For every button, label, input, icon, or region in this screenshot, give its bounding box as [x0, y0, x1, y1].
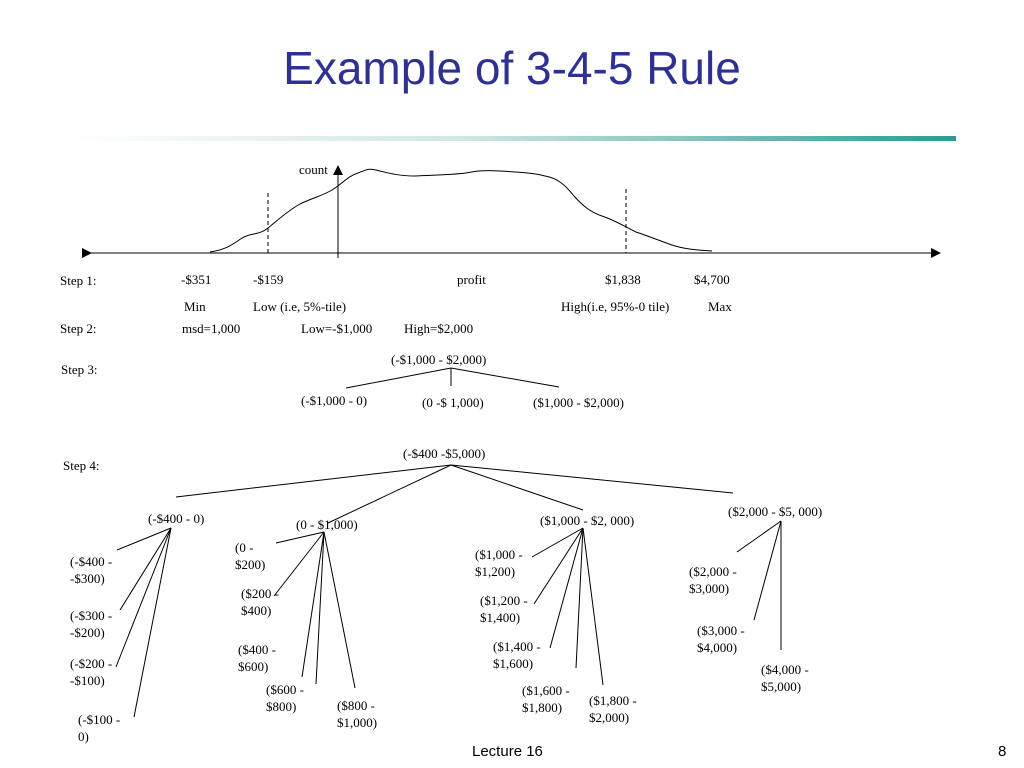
tree-edge [531, 527, 584, 558]
tree-edge [582, 527, 604, 686]
step3-interval: (0 -$ 1,000) [422, 395, 484, 410]
count-axis-label: count [299, 162, 328, 177]
step1-label: Step 1: [60, 273, 97, 288]
tree-edge [175, 464, 452, 498]
rounded-low: Low=-$1,000 [301, 321, 373, 336]
tree-edge [345, 367, 452, 389]
tree-edge [327, 464, 452, 524]
leaf-interval: ($400 - $600) [238, 642, 276, 674]
leaf-interval: (-$200 - -$100) [70, 656, 113, 688]
step3-interval: ($1,000 - $2,000) [533, 395, 624, 410]
slide-title: Example of 3-4-5 Rule [283, 42, 741, 94]
profit-axis-label: profit [457, 272, 486, 287]
low-name: Low (i.e, 5%-tile) [253, 299, 347, 314]
step4-group-interval: ($1,000 - $2, 000) [540, 513, 635, 528]
tree-edge [450, 464, 584, 511]
rounded-high: High=$2,000 [404, 321, 474, 336]
tree-edge [115, 527, 172, 668]
leaf-interval: ($3,000 - $4,000) [697, 623, 745, 655]
max-name: Max [708, 299, 732, 314]
tree-edge [753, 520, 782, 621]
tree-edge [549, 527, 584, 649]
leaf-interval: ($2,000 - $3,000) [689, 564, 737, 596]
step4-group-interval: (-$400 - 0) [148, 511, 205, 526]
leaf-interval: ($4,000 - $5,000) [761, 662, 809, 694]
tree-edge [275, 531, 325, 544]
step4-root-interval: (-$400 -$5,000) [403, 446, 486, 461]
tree-edge [575, 527, 584, 669]
low-value: -$159 [253, 272, 284, 287]
leaf-interval: ($1,600 - $1,800) [522, 683, 570, 715]
leaf-interval: ($800 - $1,000) [337, 698, 378, 730]
distribution-curve [209, 168, 713, 253]
tree-edge [315, 531, 325, 685]
tree-edge [116, 527, 172, 551]
leaf-interval: (0 - $200) [235, 540, 266, 572]
min-value: -$351 [181, 272, 212, 287]
step3-interval: (-$1,000 - 0) [301, 393, 368, 408]
high-value: $1,838 [605, 272, 641, 287]
max-value: $4,700 [694, 272, 730, 287]
tree-edge [301, 531, 325, 678]
step3-root-interval: (-$1,000 - $2,000) [391, 352, 487, 367]
high-name: High(i.e, 95%-0 tile) [561, 299, 670, 314]
tree-edge [133, 527, 172, 718]
footer-lecture: Lecture 16 [472, 743, 543, 760]
tree-edge [533, 527, 584, 605]
leaf-interval: ($1,000 - $1,200) [475, 547, 523, 579]
title-divider [68, 136, 956, 141]
min-name: Min [184, 299, 206, 314]
msd-value: msd=1,000 [182, 321, 241, 336]
tree-edge [450, 367, 560, 388]
leaf-interval: ($600 - $800) [266, 682, 304, 714]
page-number: 8 [998, 743, 1007, 760]
tree-edge [323, 531, 356, 689]
leaf-interval: ($1,800 - $2,000) [589, 693, 637, 725]
tree-edge [736, 520, 782, 553]
leaf-interval: (-$400 - -$300) [70, 554, 113, 586]
step3-label: Step 3: [61, 362, 98, 377]
step4-group-interval: (0 - $1,000) [296, 517, 358, 532]
step4-label: Step 4: [63, 458, 100, 473]
step4-group-interval: ($2,000 - $5, 000) [728, 504, 823, 519]
step2-label: Step 2: [60, 321, 97, 336]
leaf-interval: ($1,400 - $1,600) [493, 639, 541, 671]
leaf-interval: (-$300 - -$200) [70, 608, 113, 640]
leaf-interval: (-$100 - 0) [78, 712, 121, 744]
leaf-interval: ($200 - $400) [241, 586, 279, 618]
leaf-interval: ($1,200 - $1,400) [480, 593, 528, 625]
tree-edge [273, 531, 325, 597]
tree-edge [119, 527, 172, 611]
tree-edge [450, 464, 734, 494]
